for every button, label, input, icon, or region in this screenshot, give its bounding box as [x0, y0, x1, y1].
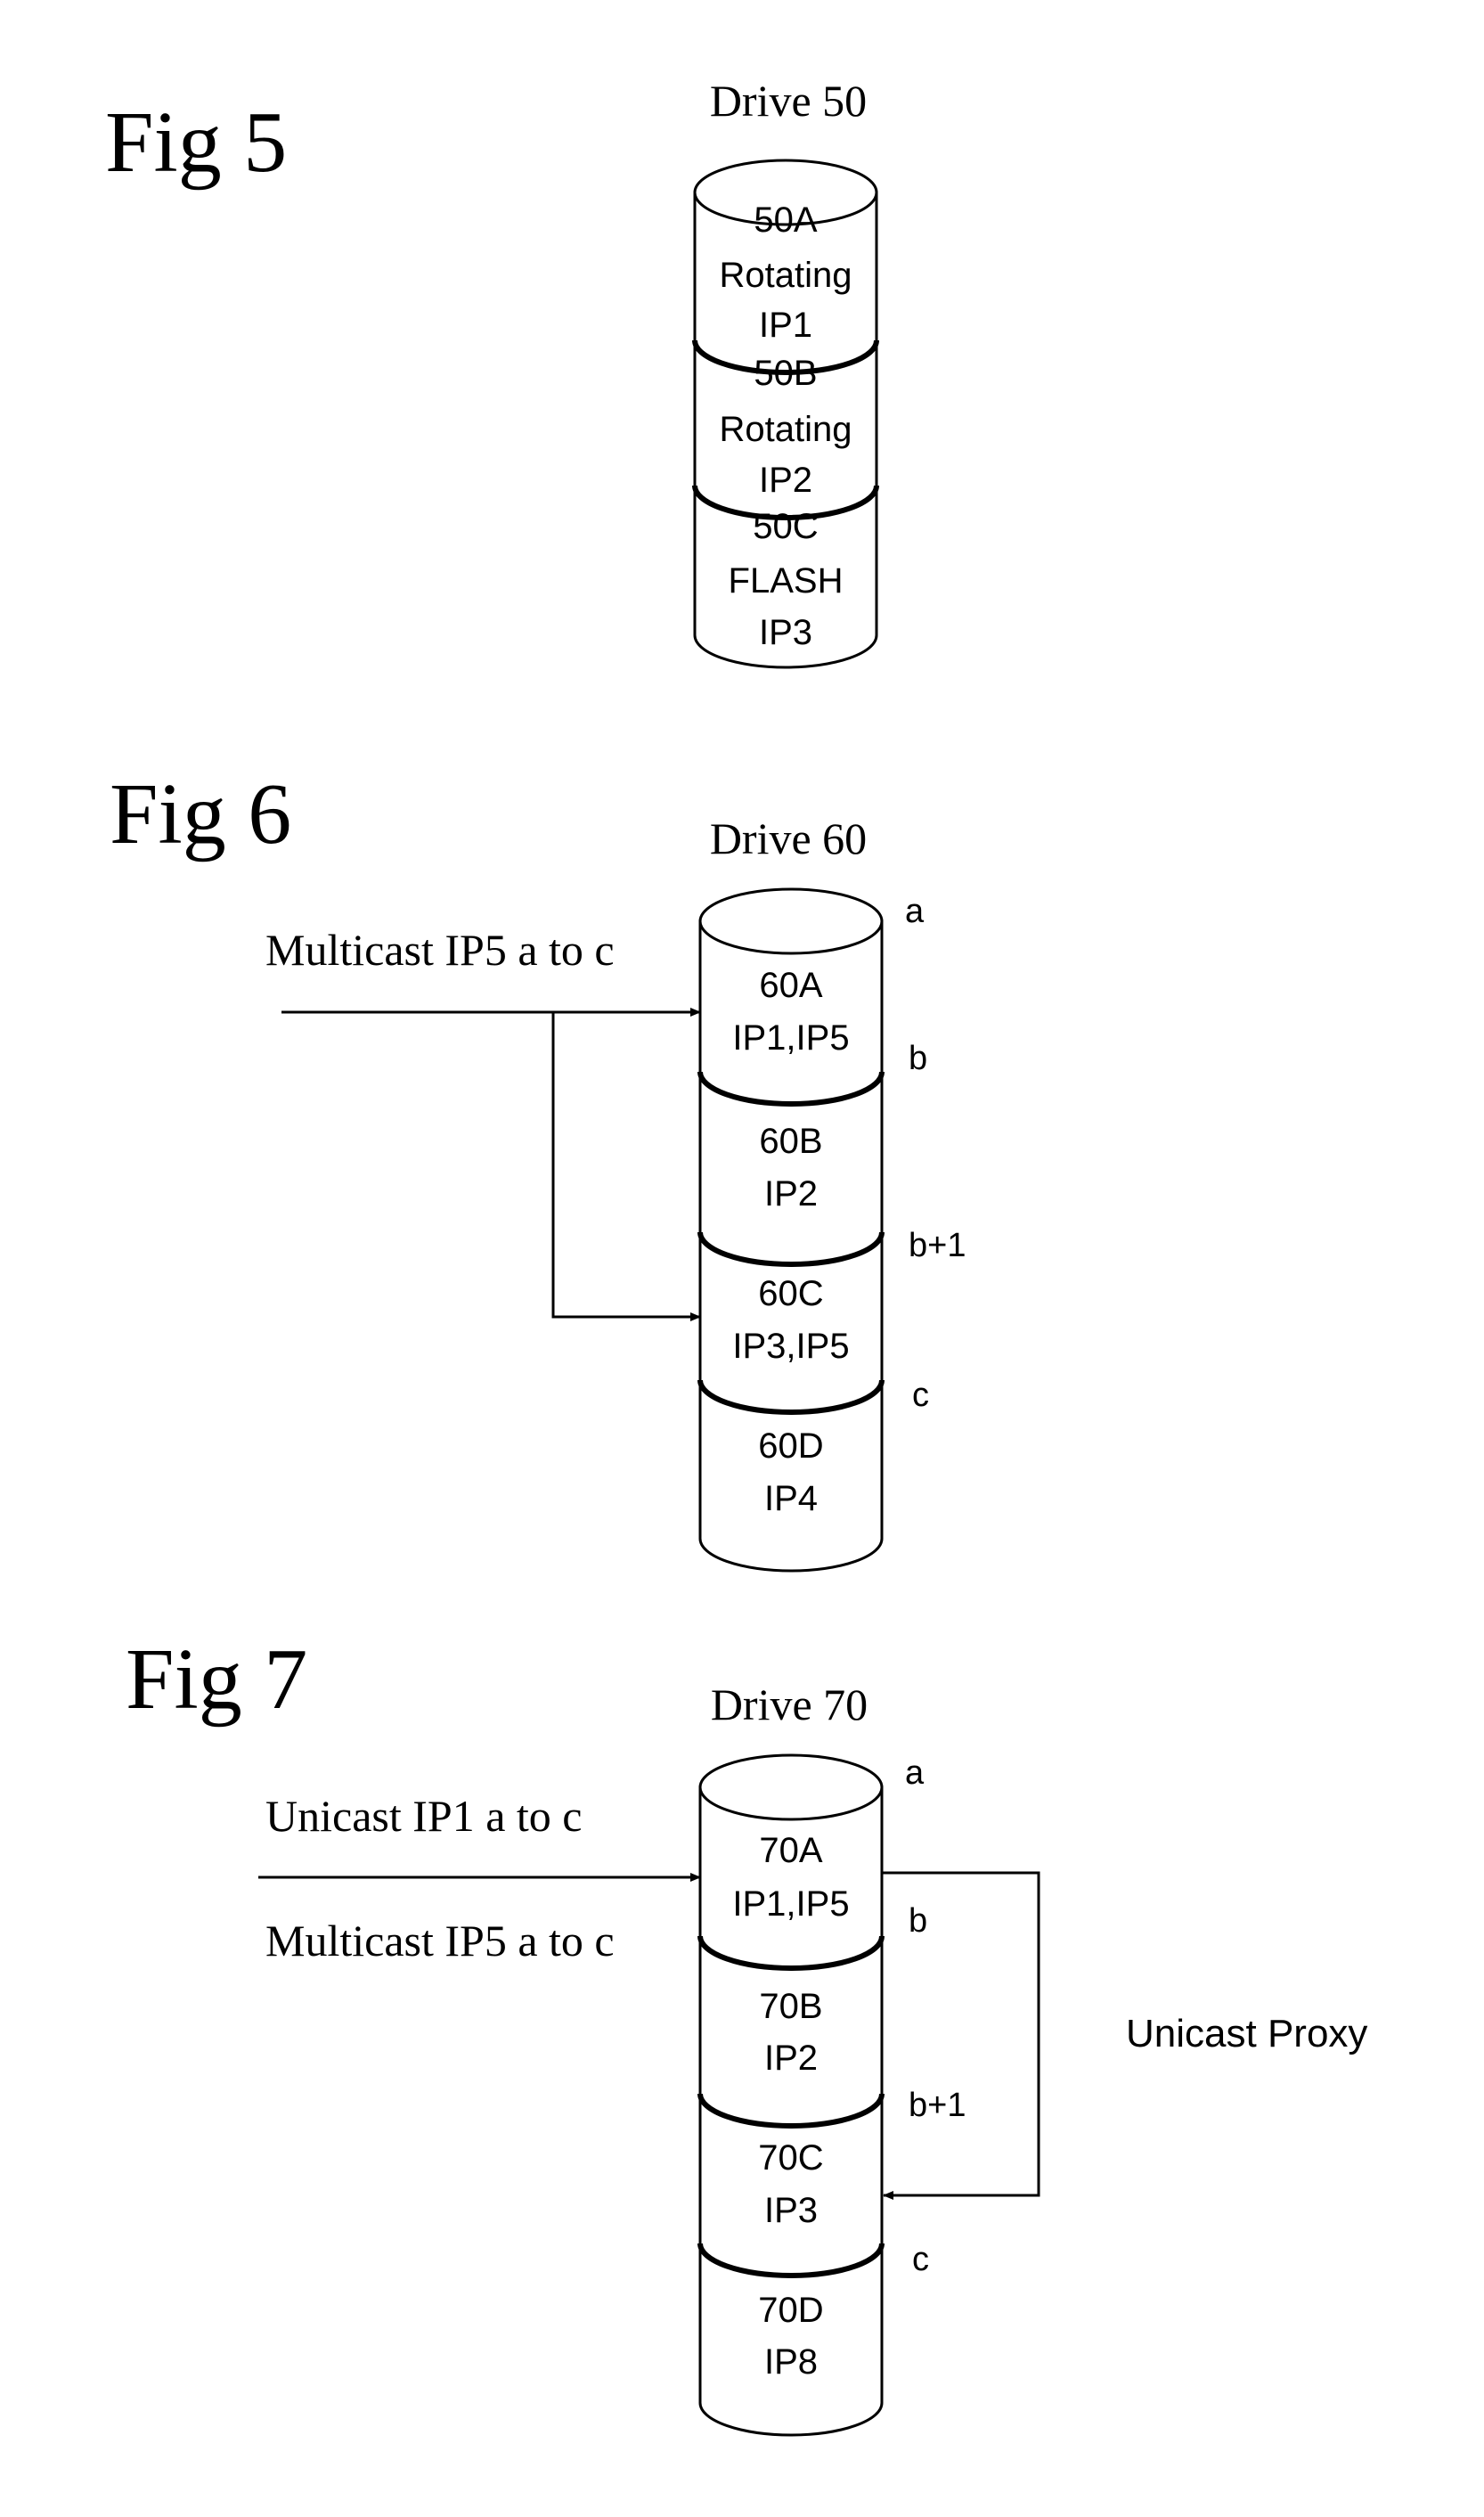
fig6-cylinder-top — [700, 889, 882, 953]
fig7-multicast-label: Multicast IP5 a to c — [265, 1916, 615, 1965]
fig6-seg2-id: 60B — [759, 1122, 822, 1161]
fig7-position-b: b — [909, 1902, 927, 1940]
fig5-seg3-id: 50C — [753, 507, 818, 546]
fig7-seg2-ip: IP2 — [764, 2039, 818, 2078]
fig5-group: Fig 5 Drive 50 50A Rotating IP1 50B Rota… — [105, 76, 877, 667]
fig7-seg3-id: 70C — [758, 2138, 823, 2178]
fig6-multicast-branch-to-60c — [553, 1012, 700, 1317]
fig7-group: Fig 7 Drive 70 70A IP1,IP5 70B IP2 70C I… — [126, 1631, 1367, 2435]
fig7-seg3-ip: IP3 — [764, 2191, 818, 2230]
fig7-position-b-plus-1: b+1 — [909, 2087, 966, 2124]
fig7-position-c: c — [912, 2241, 929, 2278]
fig6-seg3-ip: IP3,IP5 — [732, 1327, 849, 1366]
fig7-seg4-ip: IP8 — [764, 2342, 818, 2382]
fig6-seg4-ip: IP4 — [764, 1479, 818, 1518]
fig5-seg3-type: FLASH — [729, 561, 844, 601]
fig7-unicast-proxy-arrow — [882, 1873, 1039, 2195]
fig6-seg2-ip: IP2 — [764, 1174, 818, 1214]
fig6-position-b-plus-1: b+1 — [909, 1227, 966, 1264]
fig6-position-a: a — [905, 893, 925, 930]
fig7-position-a: a — [905, 1754, 925, 1792]
fig5-seg2-id: 50B — [754, 354, 817, 393]
fig5-seg1-type: Rotating — [720, 256, 852, 295]
fig5-seg1-ip: IP1 — [759, 306, 812, 345]
fig5-seg2-ip: IP2 — [759, 461, 812, 500]
fig6-position-c: c — [912, 1377, 929, 1414]
fig6-drive-title: Drive 60 — [710, 813, 867, 863]
fig6-seg4-id: 60D — [758, 1426, 823, 1466]
fig7-proxy-label: Unicast Proxy — [1126, 2012, 1367, 2055]
fig5-seg3-ip: IP3 — [759, 613, 812, 652]
fig6-seg1-ip: IP1,IP5 — [732, 1018, 849, 1058]
fig6-position-b: b — [909, 1040, 927, 1077]
fig7-seg4-id: 70D — [758, 2291, 823, 2330]
fig5-label: Fig 5 — [105, 94, 287, 191]
fig6-group: Fig 6 Drive 60 60A IP1,IP5 60B IP2 60C I… — [110, 766, 966, 1571]
fig6-label: Fig 6 — [110, 766, 291, 862]
fig6-seg1-id: 60A — [759, 966, 822, 1005]
fig7-drive-title: Drive 70 — [711, 1679, 868, 1729]
fig6-multicast-label: Multicast IP5 a to c — [265, 925, 615, 975]
fig7-unicast-label: Unicast IP1 a to c — [265, 1791, 582, 1841]
fig7-label: Fig 7 — [126, 1631, 307, 1728]
fig7-cylinder-top — [700, 1755, 882, 1819]
fig5-seg1-id: 50A — [754, 200, 817, 240]
fig6-seg3-id: 60C — [758, 1274, 823, 1313]
fig7-seg1-ip: IP1,IP5 — [732, 1884, 849, 1924]
fig5-drive-title: Drive 50 — [710, 76, 867, 126]
fig7-seg1-id: 70A — [759, 1831, 822, 1870]
fig5-seg2-type: Rotating — [720, 410, 852, 449]
fig7-seg2-id: 70B — [759, 1987, 822, 2026]
